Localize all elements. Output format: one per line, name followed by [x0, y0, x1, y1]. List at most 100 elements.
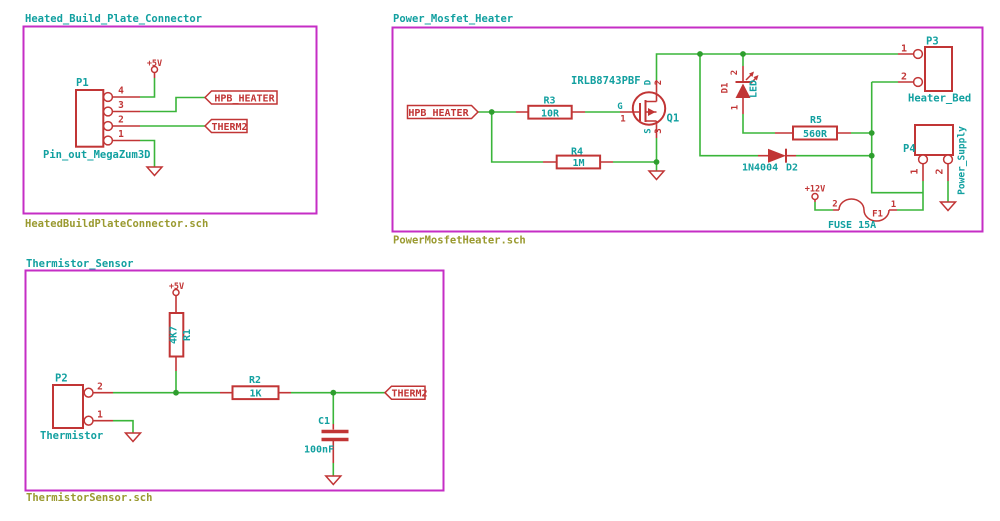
power-symbol-5v[interactable]: +5V [147, 59, 162, 78]
junction-dot [868, 152, 875, 159]
gnd-symbol-p4 [938, 201, 958, 212]
c1-value: 100nF [304, 445, 334, 456]
sheet1-outline[interactable] [22, 25, 318, 215]
r2-value: 1K [249, 389, 261, 400]
fuse-f1[interactable]: 2 F1 1 FUSE 15A [828, 198, 897, 231]
p3-pin1-num: 1 [901, 44, 907, 55]
f1-ref: F1 [872, 210, 883, 220]
f1-value: FUSE 15A [828, 220, 876, 231]
connector-p2[interactable]: P2 2 1 Thermistor [40, 373, 113, 443]
power-5v-label: +5V [147, 59, 162, 69]
d1-pin2-num: 2 [730, 70, 740, 75]
q1-pin-d-name: D [644, 79, 654, 85]
r4-ref: R4 [571, 147, 583, 158]
r1-value: 4K7 [169, 326, 180, 344]
power-symbol-12v[interactable]: +12V [805, 185, 825, 203]
p1-pin4-num: 4 [118, 86, 124, 97]
sheet2-outline[interactable] [391, 26, 984, 233]
junction-dot [868, 130, 875, 136]
p4-value: Power_Supply [957, 126, 968, 195]
q1-pin-s-num: 3 [654, 128, 664, 133]
junction-dot [740, 51, 746, 57]
p2-ref: P2 [55, 373, 68, 385]
resistor-r2[interactable]: R2 1K [220, 375, 291, 401]
resistor-r4[interactable]: R4 1M [543, 147, 613, 170]
p3-ref: P3 [926, 36, 939, 48]
net-label-therm2-1[interactable]: THERM2 [203, 118, 248, 134]
q1-value: IRLB8743PBF [571, 75, 641, 87]
sheet1-wires[interactable] [140, 78, 205, 167]
gnd-symbol-c1 [324, 475, 343, 486]
r5-ref: R5 [810, 115, 822, 126]
sheet3-title: Thermistor_Sensor [26, 258, 133, 270]
connector-p1[interactable]: P1 4 3 2 1 Pin_out_MegaZum3D [43, 77, 150, 161]
sheet2-filename: PowerMosfetHeater.sch [393, 235, 526, 247]
f1-pin1-num: 1 [891, 200, 896, 210]
sheet-heated-build-plate-connector[interactable]: Heated_Build_Plate_Connector HeatedBuild… [22, 13, 318, 230]
therm2-text: THERM2 [211, 122, 247, 133]
connector-p4[interactable]: P4 1 2 Power_Supply [903, 124, 968, 195]
q1-pin-s-name: S [644, 128, 654, 133]
gnd-symbol-sheet1 [145, 166, 164, 177]
p2-value: Thermistor [40, 430, 103, 442]
sheet3-outline[interactable] [24, 269, 445, 492]
d1-value: LED [749, 80, 760, 98]
junction-dot [488, 109, 495, 115]
diode-d2[interactable]: 1N4004 D2 [742, 148, 798, 174]
sheet-power-mosfet-heater[interactable]: Power_Mosfet_Heater PowerMosfetHeater.sc… [391, 13, 984, 247]
junction-dot [697, 51, 703, 57]
capacitor-c1[interactable]: C1 100nF [304, 416, 349, 463]
sheet2-wires[interactable] [478, 53, 949, 211]
connector-p3[interactable]: P3 1 2 Heater_Bed [898, 36, 971, 105]
p4-ref: P4 [903, 143, 916, 155]
d2-ref: D2 [786, 163, 798, 174]
q1-ref: Q1 [667, 113, 680, 125]
net-label-hpb-heater-1[interactable]: HPB_HEATER [203, 90, 278, 105]
junction-dot [330, 389, 337, 396]
d2-value: 1N4004 [742, 163, 778, 174]
p4-pin1-num: 1 [910, 168, 921, 174]
power-symbol-5v-thermistor[interactable]: +5V [169, 282, 184, 313]
p1-pin1-num: 1 [118, 129, 124, 140]
q1-pin-g-num: 1 [620, 115, 625, 125]
p3-value: Heater_Bed [908, 93, 971, 105]
p2-pin2-num: 2 [97, 382, 103, 393]
d1-pin1-num: 1 [731, 105, 741, 110]
net-label-hpb-heater-2[interactable]: HPB_HEATER [406, 104, 480, 120]
power-5v-label: +5V [169, 282, 184, 292]
resistor-r1[interactable]: 4K7 R1 [168, 312, 193, 371]
hpb-heater-text: HPB_HEATER [214, 94, 275, 105]
r1-ref: R1 [182, 329, 193, 341]
sheet3-wires[interactable] [113, 371, 385, 476]
sheet2-title: Power_Mosfet_Heater [393, 13, 513, 25]
d1-ref: D1 [721, 83, 731, 94]
therm2-text: THERM2 [391, 389, 427, 400]
hpb-heater-text: HPB_HEATER [408, 108, 469, 119]
p1-pin3-num: 3 [118, 100, 124, 111]
gnd-symbol-q1 [647, 170, 666, 181]
sheet3-filename: ThermistorSensor.sch [26, 492, 152, 504]
r3-ref: R3 [543, 96, 555, 107]
p1-value: Pin_out_MegaZum3D [43, 149, 150, 161]
resistor-r3[interactable]: R3 10R [516, 96, 585, 120]
p2-pin1-num: 1 [97, 410, 103, 421]
sheet1-title: Heated_Build_Plate_Connector [25, 13, 202, 25]
p1-ref: P1 [76, 77, 89, 89]
junction-dot [653, 159, 660, 165]
sheet-thermistor-sensor[interactable]: Thermistor_Sensor ThermistorSensor.sch +… [24, 258, 445, 504]
r5-value: 560R [803, 129, 828, 140]
r4-value: 1M [572, 158, 584, 169]
q1-pin-d-num: 2 [654, 80, 664, 85]
sheet1-filename: HeatedBuildPlateConnector.sch [25, 218, 208, 230]
led-d1[interactable]: D1 2 1 LED [721, 66, 760, 114]
junction-dot [173, 389, 179, 396]
resistor-r5[interactable]: R5 560R [775, 115, 851, 141]
q1-pin-g-name: G [617, 102, 622, 112]
net-label-therm2-3[interactable]: THERM2 [383, 385, 428, 400]
gnd-symbol-p2 [123, 432, 143, 443]
p1-pin2-num: 2 [118, 115, 124, 126]
mosfet-q1[interactable]: IRLB8743PBF Q1 G 1 D 2 S 3 [571, 75, 679, 138]
f1-pin2-num: 2 [832, 200, 837, 210]
